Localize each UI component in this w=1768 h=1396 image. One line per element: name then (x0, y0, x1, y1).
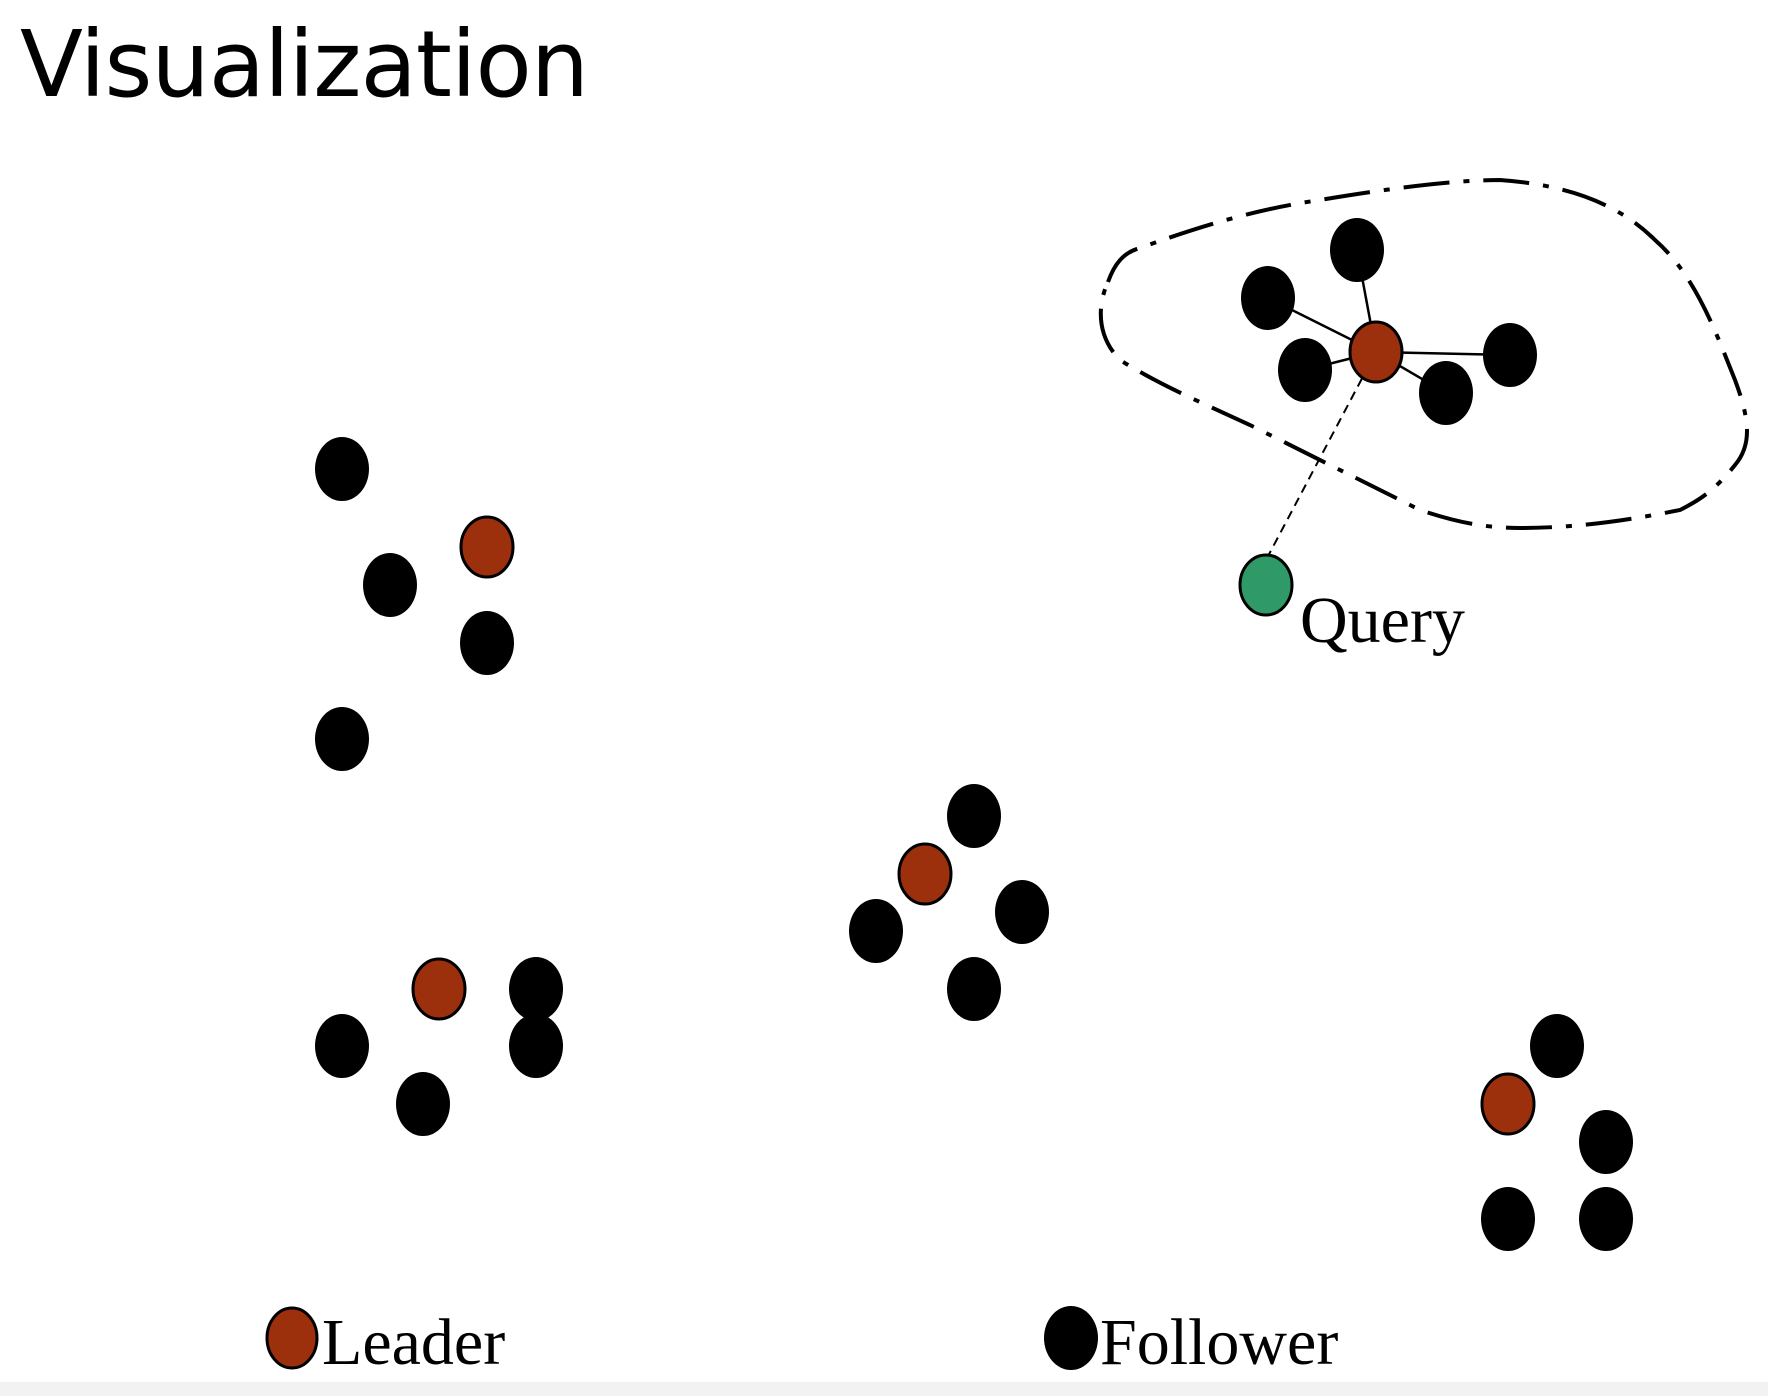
legend: Leader Follower (265, 1306, 1338, 1379)
search-region-boundary (1098, 177, 1749, 531)
follower-node (1530, 1014, 1584, 1078)
cluster-bottom-left (315, 957, 563, 1136)
follower-node (947, 957, 1001, 1021)
follower-node (315, 707, 369, 771)
leader-swatch (265, 1306, 319, 1370)
follower-node (1241, 266, 1295, 330)
follower-node (509, 957, 563, 1021)
follower-node (509, 1014, 563, 1078)
legend-leader-label: Leader (322, 1306, 505, 1379)
leader-node (1480, 1072, 1536, 1136)
follower-node (995, 880, 1049, 944)
follower-node (460, 611, 514, 675)
follower-swatch (1044, 1306, 1098, 1370)
follower-node (1483, 323, 1537, 387)
follower-node (1330, 218, 1384, 282)
leader-node (897, 842, 953, 906)
follower-node (396, 1072, 450, 1136)
cluster-top-left (315, 437, 515, 771)
cluster-center (849, 784, 1049, 1021)
leader-node (459, 515, 515, 579)
leader-node (1348, 320, 1404, 384)
follower-node (1579, 1110, 1633, 1174)
follower-node (1419, 361, 1473, 425)
leader-node (411, 957, 467, 1021)
follower-node (1278, 338, 1332, 402)
follower-node (363, 553, 417, 617)
query-link (1265, 351, 1377, 561)
follower-node (1579, 1187, 1633, 1251)
cluster-bottom-right (1480, 1014, 1633, 1251)
follower-node (315, 437, 369, 501)
follower-node (1481, 1187, 1535, 1251)
follower-node (849, 899, 903, 963)
legend-follower: Follower (1044, 1306, 1338, 1379)
legend-leader: Leader (265, 1306, 505, 1379)
follower-node (947, 784, 1001, 848)
query-label: Query (1300, 584, 1465, 657)
slide-title: Visualization (20, 11, 589, 118)
query-node (1238, 553, 1294, 617)
legend-follower-label: Follower (1100, 1306, 1338, 1379)
follower-node (315, 1014, 369, 1078)
bottom-edge (0, 1382, 1768, 1396)
cluster-top-right (1241, 218, 1537, 425)
